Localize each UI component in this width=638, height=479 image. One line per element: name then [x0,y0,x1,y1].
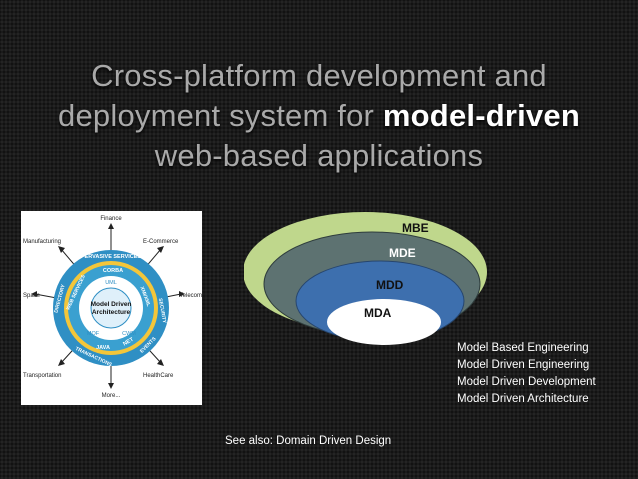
mda-domain-manufacturing: Manufacturing [23,239,61,245]
mda-outer-label-top: PERVASIVE SERVICES [81,254,142,260]
legend-item-mdd: Model Driven Development [457,376,596,388]
title-line-1: Cross-platform development and [91,58,547,93]
mda-middle-label-java: JAVA [96,345,110,351]
legend-item-mbe: Model Based Engineering [457,342,589,354]
mda-core [90,287,132,329]
mda-diagram-svg: PERVASIVE SERVICES SECURITY EVENTS TRANS… [23,216,202,399]
mda-arrowheads [31,223,185,389]
slide-title: Cross-platform development and deploymen… [0,56,638,176]
see-also-note: See also: Domain Driven Design [225,435,392,447]
mda-domain-finance: Finance [100,216,122,222]
title-line-3: web-based applications [154,138,484,173]
title-line-2: deployment system for model-driven [0,96,638,136]
mda-inner-label-cwm: CWM [122,331,136,337]
legend-item-mde: Model Driven Engineering [457,359,590,371]
oval-label-mda: MDA [364,306,392,320]
mda-inner-label-mof: MOF [87,331,100,337]
oval-label-mbe: MBE [402,221,429,235]
mda-domain-telecom: Telecom [180,293,202,299]
oval-label-mde: MDE [389,246,416,260]
mda-center-line-1: Model Driven [91,301,132,308]
acronym-legend: Model Based Engineering Model Driven Eng… [457,340,596,408]
title-highlight: model-driven [382,98,580,133]
mda-inner-label-uml: UML [105,280,117,286]
mda-domain-healthcare: HealthCare [143,373,174,379]
mda-middle-label-net: NET [122,336,135,347]
mda-outer-label-right: SECURITY [157,298,167,325]
oval-label-mdd: MDD [376,278,404,292]
nested-ovals-diagram: MBE MDE MDD MDA [244,212,487,345]
mda-domain-transportation: Transportation [23,373,61,379]
mda-middle-label-corba: CORBA [103,268,123,274]
mda-domain-ecommerce: E-Commerce [143,239,179,245]
mda-center-line-2: Architecture [92,309,131,316]
oval-mda [327,299,441,345]
mda-domain-more: More... [102,393,121,399]
mda-diagram-image: PERVASIVE SERVICES SECURITY EVENTS TRANS… [21,211,202,405]
title-line-2-prefix: deployment system for [58,98,383,133]
mda-domain-space: Space [23,293,41,299]
legend-item-mda: Model Driven Architecture [457,393,589,405]
